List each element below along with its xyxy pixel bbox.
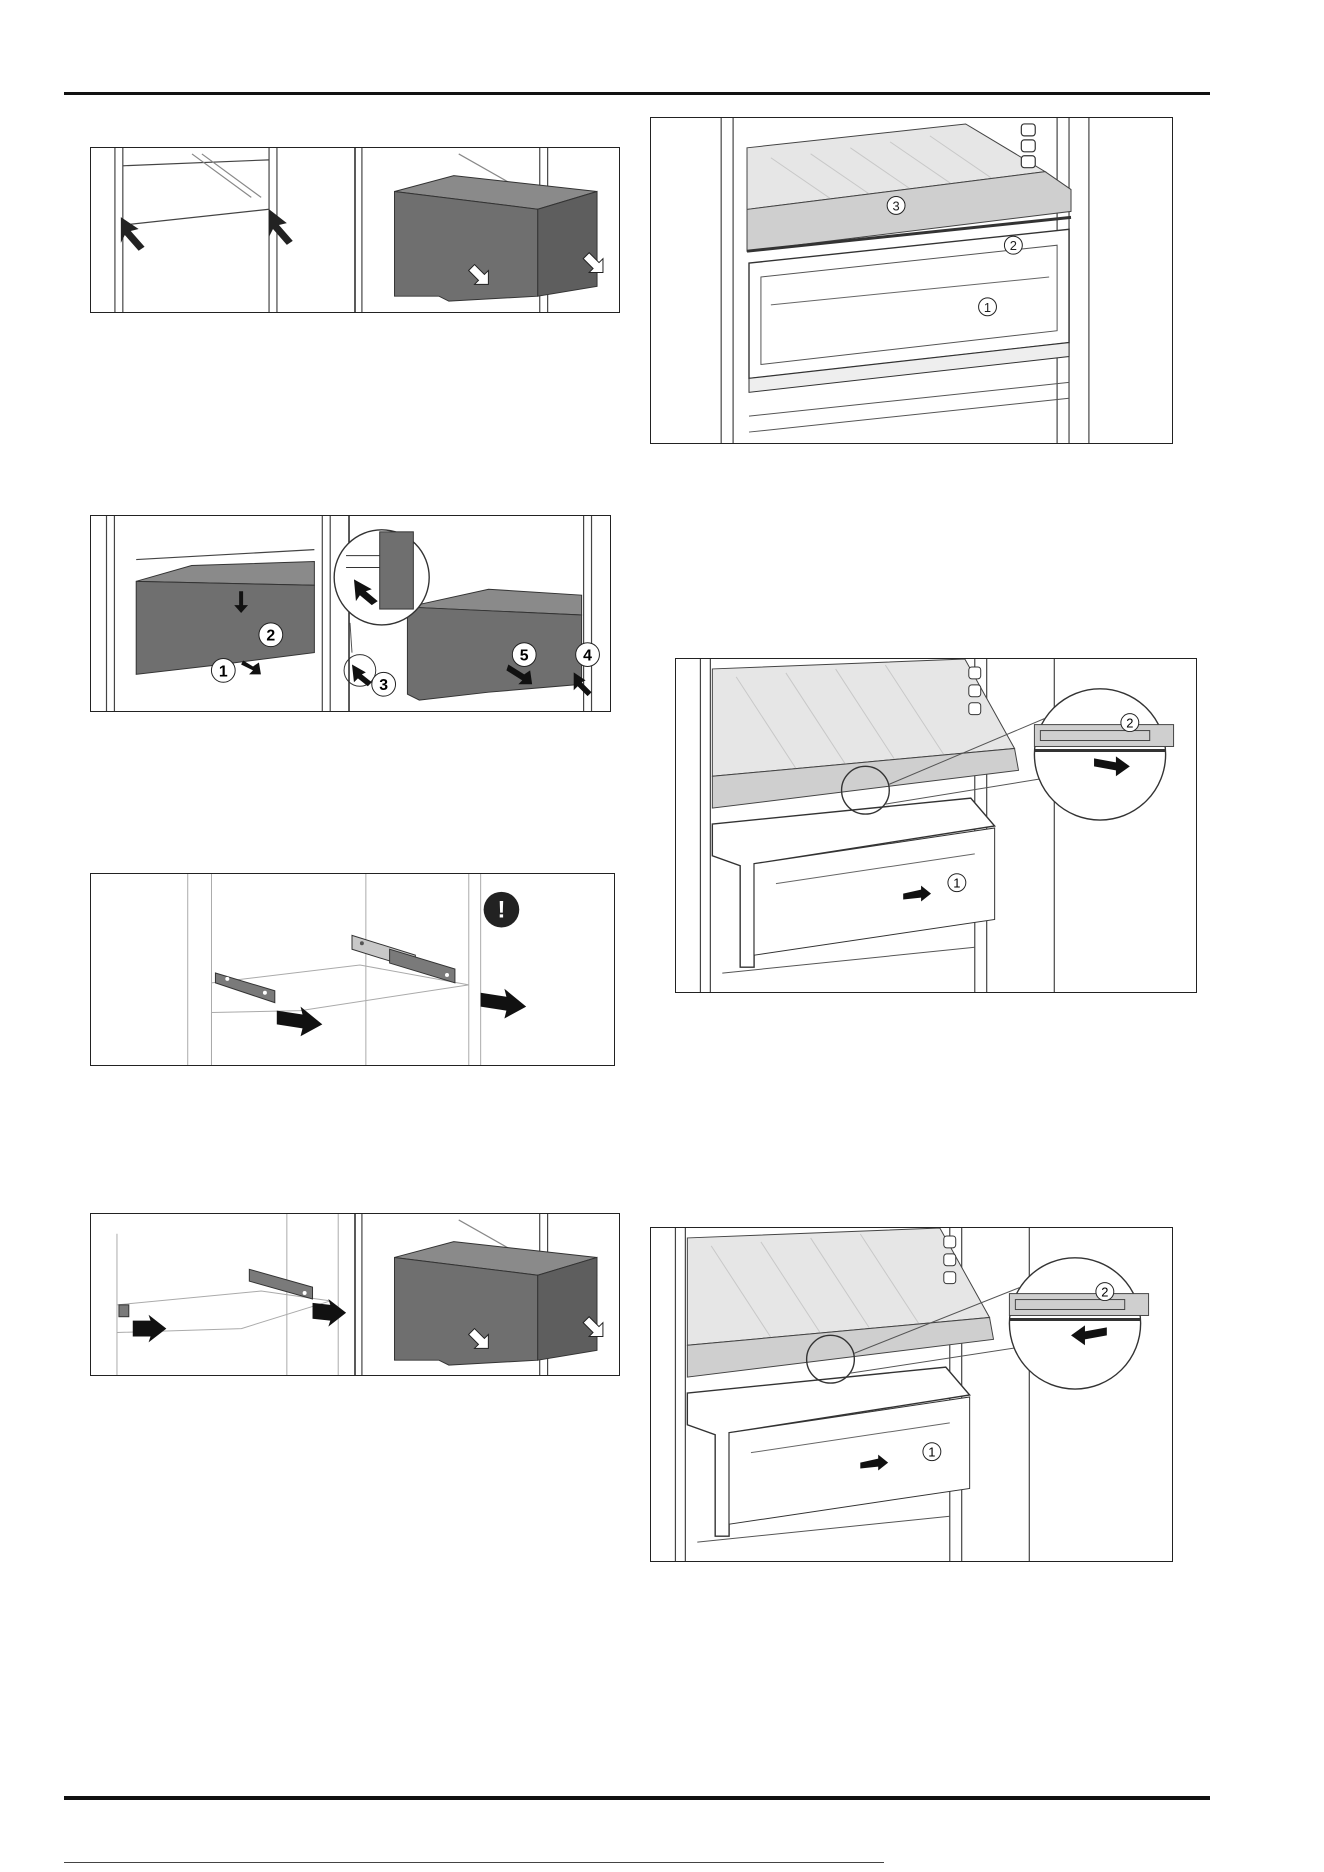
arrow-icon bbox=[277, 989, 526, 1037]
detail-magnifier bbox=[1034, 689, 1173, 820]
callout-2: 2 bbox=[1004, 236, 1022, 254]
drawer-front bbox=[407, 607, 581, 700]
callout-2: 2 bbox=[1121, 714, 1139, 732]
svg-text:!: ! bbox=[497, 897, 505, 924]
svg-text:5: 5 bbox=[520, 648, 529, 665]
svg-text:2: 2 bbox=[1010, 238, 1017, 253]
rail-right bbox=[249, 1269, 312, 1299]
warning-icon: ! bbox=[484, 892, 520, 928]
rail-left bbox=[119, 1305, 129, 1317]
figure-drawer-insert bbox=[90, 147, 620, 313]
drawer-insert-drawing bbox=[91, 148, 619, 312]
shelf-remove-drawing: 2 1 bbox=[676, 659, 1196, 992]
figure-drawer-remove: 2 1 3 5 bbox=[90, 515, 611, 712]
svg-text:3: 3 bbox=[893, 198, 900, 213]
svg-text:1: 1 bbox=[953, 876, 960, 891]
drawer-remove-drawing: 2 1 3 5 bbox=[91, 516, 610, 711]
header-rule bbox=[64, 92, 1210, 95]
figure-shelf-parts: 3 2 1 bbox=[650, 117, 1173, 444]
svg-text:3: 3 bbox=[379, 677, 388, 694]
figure-rails-insert bbox=[90, 1213, 620, 1376]
shelf-side-supports bbox=[1021, 124, 1035, 168]
shelf-insert-drawing: 2 1 bbox=[651, 1228, 1172, 1561]
drawer-front bbox=[395, 191, 538, 301]
step-3: 3 bbox=[344, 655, 395, 697]
svg-text:2: 2 bbox=[1126, 716, 1133, 731]
svg-text:4: 4 bbox=[583, 648, 592, 665]
svg-text:1: 1 bbox=[984, 300, 991, 315]
footer-thin-rule bbox=[64, 1862, 884, 1863]
svg-text:1: 1 bbox=[928, 1445, 935, 1460]
rail-right bbox=[352, 935, 455, 983]
figure-shelf-remove: 2 1 bbox=[675, 658, 1197, 993]
callout-1: 1 bbox=[923, 1443, 941, 1461]
drawer-front bbox=[395, 1257, 538, 1365]
figure-shelf-insert: 2 1 bbox=[650, 1227, 1173, 1562]
arrow-icon bbox=[133, 1299, 346, 1342]
callout-1: 1 bbox=[948, 874, 966, 892]
callout-1: 1 bbox=[979, 298, 997, 316]
callout-3: 3 bbox=[887, 197, 905, 215]
svg-text:1: 1 bbox=[219, 663, 228, 680]
footer-rule bbox=[64, 1796, 1210, 1800]
svg-text:2: 2 bbox=[266, 628, 275, 645]
detail-magnifier bbox=[1009, 1258, 1148, 1389]
shelf-parts-drawing: 3 2 1 bbox=[651, 118, 1172, 443]
rail-left bbox=[215, 973, 274, 1003]
rails-insert-drawing bbox=[91, 1214, 619, 1375]
svg-text:2: 2 bbox=[1101, 1285, 1108, 1300]
figure-rails-warning: ! bbox=[90, 873, 615, 1066]
callout-2: 2 bbox=[1096, 1283, 1114, 1301]
rails-warning-drawing: ! bbox=[91, 874, 614, 1065]
